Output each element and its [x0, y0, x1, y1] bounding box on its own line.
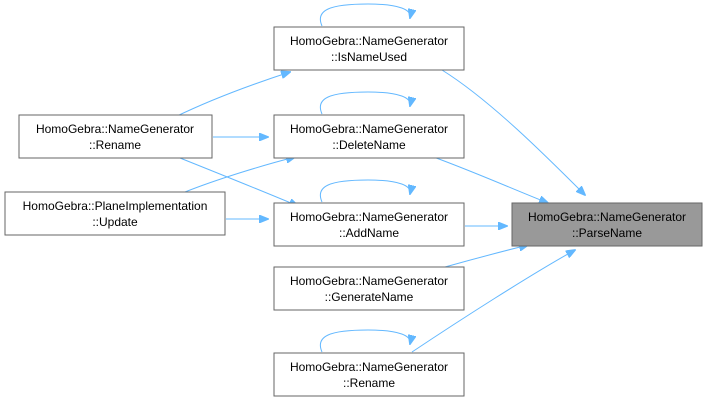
node-box [18, 114, 213, 159]
node-label-line2: ::IsNameUsed [331, 50, 407, 64]
node-label-line1: HomoGebra::NameGenerator [528, 210, 686, 224]
edge-addname-self [319, 179, 410, 203]
node-label-line2: ::ParseName [572, 226, 642, 240]
node-box [4, 191, 226, 236]
edge-rename-left-to-addname [174, 155, 298, 206]
edge-isnameused-self [319, 3, 410, 27]
edge-isnameused-to-parsename [441, 69, 585, 195]
node-box [273, 202, 465, 247]
node-label-line2: ::Rename [343, 376, 395, 390]
node-label-line1: HomoGebra::NameGenerator [290, 274, 448, 288]
node-addname[interactable]: HomoGebra::NameGenerator ::AddName [273, 202, 465, 247]
node-deletename[interactable]: HomoGebra::NameGenerator ::DeleteName [273, 114, 465, 159]
node-plane-update[interactable]: HomoGebra::PlaneImplementation ::Update [4, 191, 226, 236]
node-label-line1: HomoGebra::NameGenerator [290, 210, 448, 224]
node-label-line2: ::Update [92, 215, 138, 229]
node-box [273, 26, 465, 71]
node-label-line2: ::AddName [339, 226, 399, 240]
node-box [273, 114, 465, 159]
node-rename-right[interactable]: HomoGebra::NameGenerator ::Rename [273, 352, 465, 397]
edge-generatename-to-parsename [444, 245, 528, 268]
node-isnameused[interactable]: HomoGebra::NameGenerator ::IsNameUsed [273, 26, 465, 71]
node-parsename[interactable]: HomoGebra::NameGenerator ::ParseName [511, 202, 703, 247]
node-label-line2: ::Rename [89, 138, 141, 152]
node-box-highlighted [511, 202, 703, 247]
edge-rename-left-to-isnameused [174, 72, 290, 118]
node-label-line1: HomoGebra::NameGenerator [36, 122, 194, 136]
node-label-line1: HomoGebra::NameGenerator [290, 34, 448, 48]
edge-rename-right-to-parsename [411, 250, 575, 353]
node-label-line2: ::DeleteName [332, 138, 406, 152]
node-label-line1: HomoGebra::NameGenerator [290, 360, 448, 374]
node-label-line1: HomoGebra::PlaneImplementation [23, 199, 208, 213]
node-generatename[interactable]: HomoGebra::NameGenerator ::GenerateName [273, 266, 465, 311]
edge-deletename-self [319, 91, 410, 115]
edge-planeupdate-to-deletename [184, 157, 295, 193]
edge-rename-right-self [319, 329, 410, 353]
node-box [273, 266, 465, 311]
node-box [273, 352, 465, 397]
node-rename-left[interactable]: HomoGebra::NameGenerator ::Rename [18, 114, 213, 159]
edges [174, 3, 585, 353]
node-label-line2: ::GenerateName [325, 290, 414, 304]
edge-deletename-to-parsename [427, 154, 548, 203]
node-label-line1: HomoGebra::NameGenerator [290, 122, 448, 136]
